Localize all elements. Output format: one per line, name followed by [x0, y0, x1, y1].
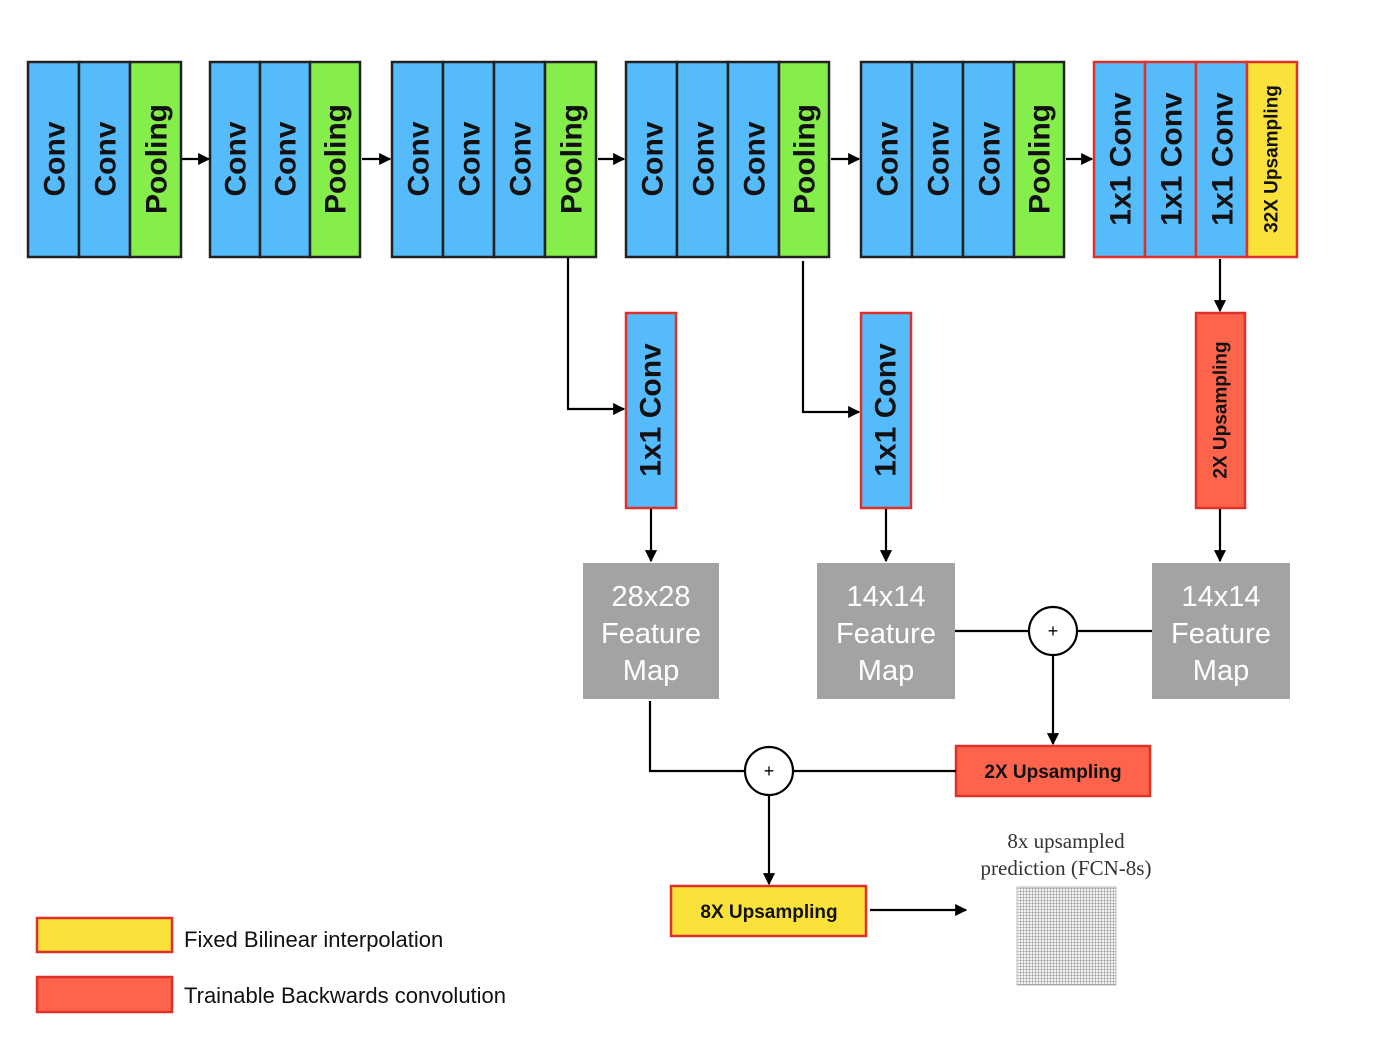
pooling-label: Pooling [320, 104, 353, 214]
encoder-block-1: Conv Conv Pooling [26, 60, 183, 259]
upsampling-2x-text: 2X Upsampling [984, 762, 1121, 783]
pooling-layer [308, 60, 362, 259]
conv-label: Conv [923, 121, 956, 196]
feature-map-size: 28x28 [611, 581, 690, 613]
conv-label: Conv [505, 121, 538, 196]
conv-label: Conv [637, 121, 670, 196]
feature-map-box [817, 563, 955, 699]
sum-symbol: + [1048, 621, 1059, 641]
prediction-output: 8x upsampled prediction (FCN-8s) [981, 829, 1152, 986]
legend-swatch-fixed [35, 916, 174, 954]
encoder-block-2: Conv Conv Pooling [208, 60, 362, 259]
feature-map-word: Feature [601, 618, 701, 650]
conv-layer [26, 60, 81, 259]
conv-layer [77, 60, 132, 259]
conv-label: Conv [688, 121, 721, 196]
legend-swatch-trainable [35, 975, 174, 1014]
conv1x1-layer [1092, 60, 1147, 259]
conv-label: Conv [739, 121, 772, 196]
pooling-layer [1012, 60, 1066, 259]
feature-map-box [1152, 563, 1290, 699]
prediction-label-line1: 8x upsampled [1007, 829, 1125, 853]
skip-conv-pool4: 1x1 Conv [859, 311, 913, 510]
upsampling-8x-box: 8X Upsampling [669, 884, 968, 938]
feature-map-box [583, 563, 719, 699]
connector-line [648, 701, 745, 773]
conv1x1-label: 1x1 Conv [1105, 92, 1138, 226]
pooling-layer [128, 60, 183, 259]
feature-map-size: 14x14 [1181, 581, 1260, 613]
conv-label: Conv [454, 121, 487, 196]
sum-node-upper: + [955, 605, 1152, 746]
feature-map-14x14-conv7: 14x14 Feature Map [1152, 563, 1290, 699]
sum-node-lower: + [648, 701, 956, 886]
feature-map-14x14-pool4: 14x14 Feature Map [817, 563, 955, 699]
upsampling-8x-text: 8X Upsampling [700, 902, 837, 923]
pooling-label: Pooling [556, 104, 589, 214]
conv-layer [441, 60, 496, 259]
conv-label: Conv [270, 121, 303, 196]
upsampling-8x-rect [669, 884, 868, 938]
conv1x1-layer [624, 311, 678, 510]
conv-layer [726, 60, 781, 259]
conv-layer [390, 60, 445, 259]
conv-label: Conv [220, 121, 253, 196]
encoder-block-3: Conv Conv Conv Pooling [390, 60, 598, 259]
encoder-block-4: Conv Conv Conv Pooling [624, 60, 831, 259]
legend-label-fixed: Fixed Bilinear interpolation [184, 927, 443, 952]
upsampling-2x-box: 2X Upsampling [954, 744, 1152, 798]
conv-label: Conv [403, 121, 436, 196]
prediction-label-line2: prediction (FCN-8s) [981, 856, 1152, 880]
feature-map-word: Map [858, 655, 914, 687]
legend: Fixed Bilinear interpolation Trainable B… [35, 916, 506, 1014]
conv1x1-layer [859, 311, 913, 510]
conv-layer [492, 60, 547, 259]
pooling-layer [777, 60, 831, 259]
pooling-label: Pooling [789, 104, 822, 214]
encoder-block-5: Conv Conv Conv Pooling [859, 60, 1066, 259]
conv-layer [675, 60, 730, 259]
conv1x1-label: 1x1 Conv [1156, 92, 1189, 226]
feature-map-word: Map [1193, 655, 1249, 687]
upsampling-32x-layer [1245, 60, 1299, 259]
conv-label: Conv [90, 121, 123, 196]
legend-label-trainable: Trainable Backwards convolution [184, 983, 506, 1008]
conv-layer [910, 60, 965, 259]
conv1x1-layer [1143, 60, 1198, 259]
fcn-head-block: 1x1 Conv 1x1 Conv 1x1 Conv 32X Upsamplin… [1092, 60, 1299, 259]
conv1x1-label: 1x1 Conv [870, 343, 903, 477]
conv1x1-label: 1x1 Conv [1207, 92, 1240, 226]
skip-connectors [566, 258, 1227, 563]
prediction-grid-image [1016, 886, 1117, 986]
skip-conv-pool3: 1x1 Conv [624, 311, 678, 510]
conv-label: Conv [872, 121, 905, 196]
feature-map-size: 14x14 [846, 581, 925, 613]
conv-layer [258, 60, 312, 259]
pooling-label: Pooling [141, 104, 174, 214]
feature-map-28x28: 28x28 Feature Map [583, 563, 719, 699]
conv1x1-layer [1194, 60, 1249, 259]
upsampling-2x-label: 2X Upsampling [1211, 341, 1232, 478]
feature-map-word: Feature [1171, 618, 1271, 650]
pooling-label: Pooling [1024, 104, 1057, 214]
upsampling-32x-label: 32X Upsampling [1262, 85, 1283, 233]
conv-label: Conv [39, 121, 72, 196]
feature-map-word: Feature [836, 618, 936, 650]
conv1x1-label: 1x1 Conv [635, 343, 668, 477]
conv-label: Conv [974, 121, 1007, 196]
sum-symbol: + [764, 761, 775, 781]
upsampling-2x-vertical: 2X Upsampling [1194, 311, 1247, 510]
feature-map-word: Map [623, 655, 679, 687]
arrow [801, 261, 861, 419]
upsampling-2x-layer [1194, 311, 1247, 510]
pooling-layer [543, 60, 598, 259]
conv-layer [961, 60, 1016, 259]
arrow [566, 258, 626, 416]
